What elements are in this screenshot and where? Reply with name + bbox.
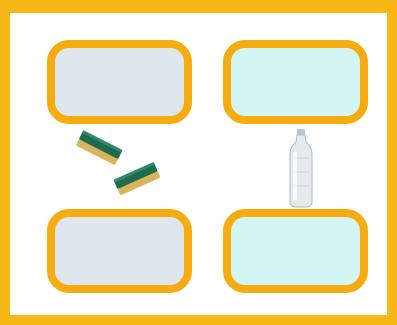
drop-box-bottom-right[interactable] bbox=[223, 209, 368, 293]
sponge-icon[interactable] bbox=[108, 160, 168, 202]
drop-box-top-right[interactable] bbox=[223, 40, 368, 124]
water-bottle-icon[interactable] bbox=[284, 128, 318, 208]
drop-box-bottom-left[interactable] bbox=[47, 209, 192, 293]
drop-box-top-left[interactable] bbox=[47, 40, 192, 124]
